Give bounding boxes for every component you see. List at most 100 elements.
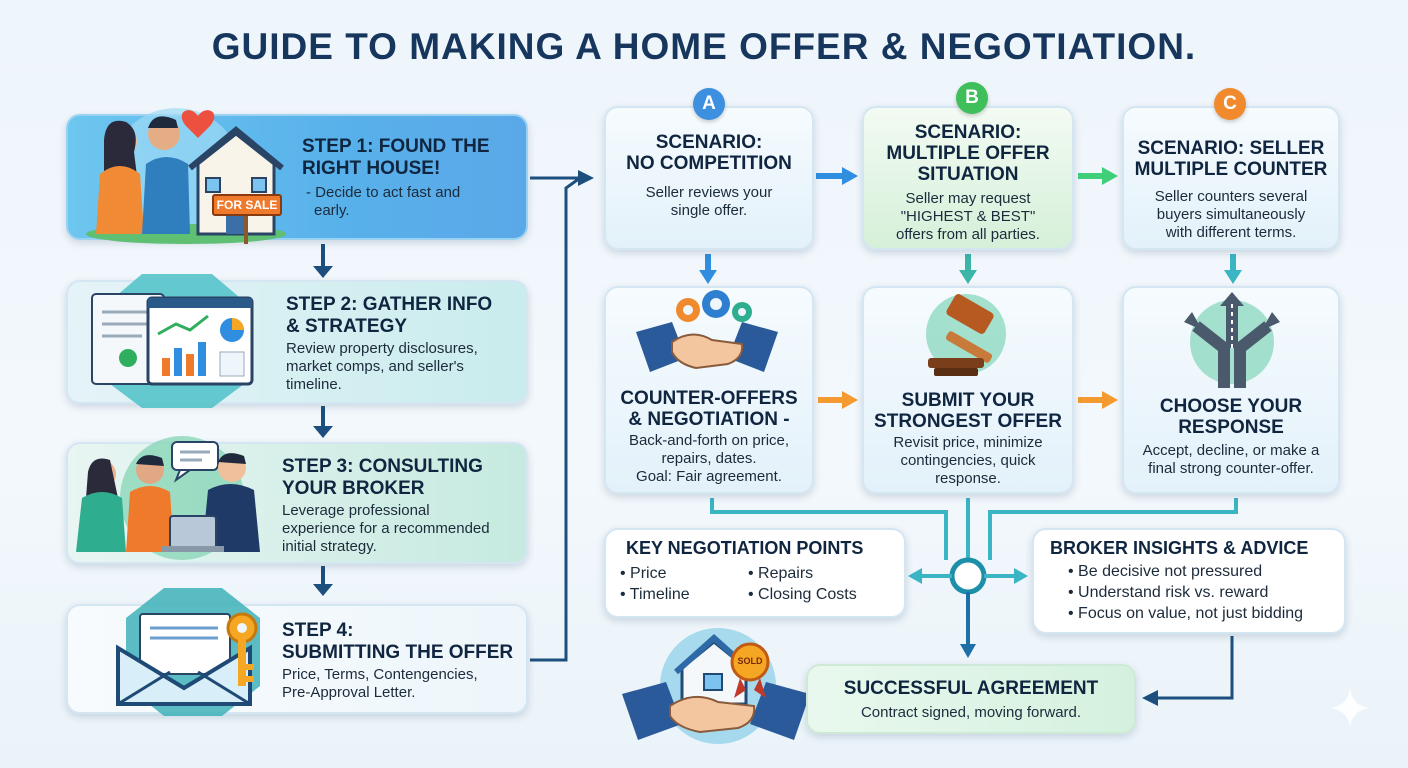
scenario-a-title-line-2: NO COMPETITION bbox=[626, 153, 792, 174]
strongest-offer-title: SUBMIT YOUR STRONGEST OFFER bbox=[862, 390, 1074, 432]
step-4-title: STEP 4: SUBMITTING THE OFFER bbox=[282, 620, 513, 664]
step-2-desc-line-3: timeline. bbox=[286, 376, 342, 393]
step-3-title-line-1: STEP 3: CONSULTING bbox=[282, 456, 483, 477]
choose-response-title-line-1: CHOOSE YOUR bbox=[1159, 396, 1303, 417]
scenario-b-desc-line-3: offers from all parties. bbox=[896, 226, 1040, 243]
arrowhead-b-c bbox=[1102, 167, 1118, 185]
split-road-arrows-icon bbox=[1184, 292, 1280, 388]
successful-agreement-desc: Contract signed, moving forward. bbox=[860, 704, 1082, 721]
step-1-title-line-2: RIGHT HOUSE! bbox=[302, 158, 441, 179]
choose-response-desc-line-2: final strong counter-offer. bbox=[1148, 460, 1314, 477]
broker-tip-1-text: Be decisive not pressured bbox=[1078, 563, 1263, 580]
strongest-offer-desc-line-3: response. bbox=[935, 470, 1001, 487]
strongest-offer-desc: Revisit price, minimize contingencies, q… bbox=[862, 434, 1074, 488]
arrowhead-success bbox=[960, 644, 976, 658]
key-negotiation-title: KEY NEGOTIATION POINTS bbox=[626, 538, 864, 558]
step-2-desc-line-1: Review property disclosures, bbox=[286, 340, 478, 357]
step-2-desc-line-2: market comps, and seller's bbox=[286, 358, 464, 375]
step-1-title: STEP 1: FOUND THE RIGHT HOUSE! bbox=[302, 136, 490, 180]
key-point-repairs: • Repairs bbox=[748, 565, 814, 582]
step-2-title: STEP 2: GATHER INFO & STRATEGY bbox=[286, 294, 492, 338]
key-point-repairs-text: Repairs bbox=[758, 565, 814, 582]
scenario-b-desc-line-1: Seller may request bbox=[905, 190, 1031, 207]
scenario-b-desc: Seller may request "HIGHEST & BEST" offe… bbox=[864, 190, 1072, 244]
scenario-b-title-line-3: SITUATION bbox=[917, 164, 1019, 185]
broker-insights-panel bbox=[1032, 528, 1346, 634]
successful-agreement-card bbox=[806, 664, 1136, 734]
scenario-c-card: SCENARIO: SELLER MULTIPLE COUNTER Seller… bbox=[1122, 106, 1340, 250]
choose-response-desc-line-1: Accept, decline, or make a bbox=[1142, 442, 1320, 459]
key-point-closing-costs: • Closing Costs bbox=[748, 586, 857, 603]
step-1-desc: - Decide to act fast and early. bbox=[306, 184, 460, 220]
choose-response-title-line-2: RESPONSE bbox=[1178, 417, 1284, 438]
step-4-title-line-1: STEP 4: bbox=[282, 620, 354, 641]
step-2-desc: Review property disclosures, market comp… bbox=[286, 340, 478, 394]
counter-offers-title: COUNTER-OFFERS & NEGOTIATION - bbox=[604, 388, 814, 430]
step-4-title-line-2: SUBMITTING THE OFFER bbox=[282, 642, 514, 663]
scenario-a-desc-line-1: Seller reviews your bbox=[645, 184, 773, 201]
step-3-desc-line-1: Leverage professional bbox=[282, 502, 430, 519]
key-point-timeline: • Timeline bbox=[620, 586, 690, 603]
arrowhead-a-down bbox=[699, 270, 717, 284]
merge-line-left bbox=[710, 498, 948, 560]
broker-tip-2-text: Understand risk vs. reward bbox=[1078, 584, 1269, 601]
successful-agreement-title: SUCCESSFUL AGREEMENT bbox=[843, 678, 1099, 699]
scenario-a-card: SCENARIO: NO COMPETITION Seller reviews … bbox=[604, 106, 814, 250]
step-4-desc-line-1: Price, Terms, Contengencies, bbox=[282, 666, 478, 683]
arrowhead-step2-step3 bbox=[313, 426, 333, 438]
scenario-a-desc: Seller reviews your single offer. bbox=[606, 184, 812, 220]
hub-circle bbox=[949, 557, 987, 595]
step-4-desc-line-2: Pre-Approval Letter. bbox=[282, 684, 416, 701]
merge-line-right bbox=[988, 498, 1238, 560]
strongest-offer-desc-line-2: contingencies, quick bbox=[900, 452, 1036, 469]
step-3-title-line-2: YOUR BROKER bbox=[282, 478, 425, 499]
scenario-c-badge: C bbox=[1214, 88, 1246, 120]
arrowhead-c-down bbox=[1224, 270, 1242, 284]
arrowhead-b-down bbox=[959, 270, 977, 284]
scenario-a-desc-line-2: single offer. bbox=[670, 202, 748, 219]
couple-house-illustration bbox=[86, 108, 286, 244]
arrowhead-broker-success bbox=[1142, 690, 1158, 706]
scenario-c-title: SCENARIO: SELLER MULTIPLE COUNTER bbox=[1124, 138, 1338, 180]
connector-step4-scenario-a bbox=[530, 176, 581, 662]
choose-response-desc: Accept, decline, or make a final strong … bbox=[1122, 442, 1340, 478]
key-point-timeline-text: Timeline bbox=[629, 586, 690, 603]
arrowhead-step1-step2 bbox=[313, 266, 333, 278]
documents-charts-illustration bbox=[91, 274, 254, 408]
step-4-desc: Price, Terms, Contengencies, Pre-Approva… bbox=[282, 666, 478, 702]
arrowhead-broker bbox=[1014, 568, 1028, 584]
arrowhead-keypoints bbox=[908, 568, 922, 584]
key-point-price: • Price bbox=[620, 565, 667, 582]
arrowhead-action2-action3 bbox=[1102, 391, 1118, 409]
step-3-desc: Leverage professional experience for a r… bbox=[282, 502, 490, 556]
scenario-a-badge: A bbox=[693, 88, 725, 120]
scenario-b-badge: B bbox=[956, 82, 988, 114]
envelope-key-illustration bbox=[116, 588, 260, 716]
counter-offers-title-line-2: & NEGOTIATION - bbox=[628, 409, 790, 430]
scenario-b-title-line-2: MULTIPLE OFFER bbox=[886, 143, 1050, 164]
sold-handshake-illustration bbox=[622, 628, 810, 744]
scenario-c-desc: Seller counters several buyers simultane… bbox=[1124, 188, 1338, 242]
choose-response-title: CHOOSE YOUR RESPONSE bbox=[1122, 396, 1340, 438]
key-negotiation-panel bbox=[604, 528, 906, 618]
scenario-b-title: SCENARIO: MULTIPLE OFFER SITUATION bbox=[864, 122, 1072, 185]
step-1-desc-line-2: early. bbox=[314, 202, 350, 219]
broker-tip-1: • Be decisive not pressured bbox=[1068, 563, 1263, 580]
arrowhead-step1-scenario-a bbox=[578, 170, 594, 186]
broker-meeting-illustration bbox=[76, 436, 260, 560]
counter-offers-desc-line-2: repairs, dates. bbox=[661, 450, 757, 467]
handshake-gears-icon bbox=[636, 290, 778, 372]
scenario-c-desc-line-3: with different terms. bbox=[1165, 224, 1297, 241]
strongest-offer-desc-line-1: Revisit price, minimize bbox=[893, 434, 1043, 451]
gavel-icon bbox=[926, 294, 1006, 376]
scenario-c-title-line-1: SCENARIO: SELLER bbox=[1137, 138, 1325, 159]
key-point-closing-costs-text: Closing Costs bbox=[758, 586, 857, 603]
broker-insights-title: BROKER INSIGHTS & ADVICE bbox=[1050, 538, 1309, 558]
step-3-title: STEP 3: CONSULTING YOUR BROKER bbox=[282, 456, 483, 500]
scenario-c-desc-line-2: buyers simultaneously bbox=[1156, 206, 1306, 223]
scenario-c-title-line-2: MULTIPLE COUNTER bbox=[1134, 159, 1328, 180]
arrowhead-a-b bbox=[842, 167, 858, 185]
sold-seal-text: SOLD bbox=[737, 656, 763, 666]
scenario-c-desc-line-1: Seller counters several bbox=[1154, 188, 1308, 205]
